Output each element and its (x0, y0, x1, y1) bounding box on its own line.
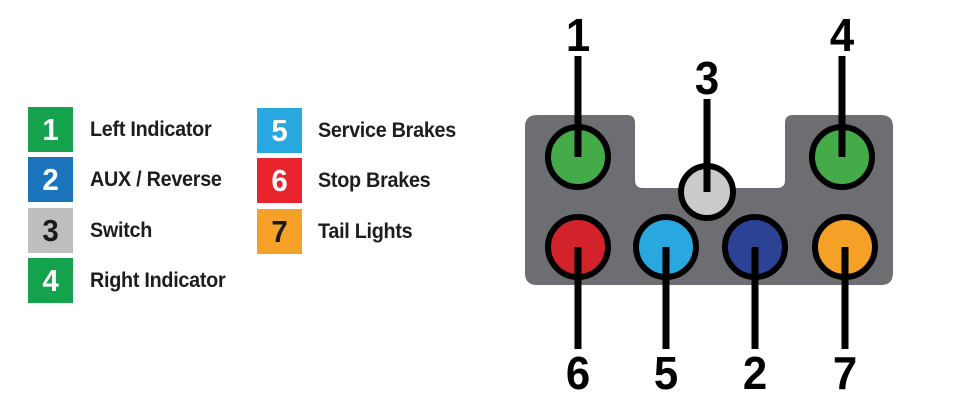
legend-item-stop-brakes: 6 Stop Brakes (257, 158, 440, 203)
legend-label-aux-reverse: AUX / Reverse (90, 167, 222, 191)
legend-label-switch: Switch (90, 218, 153, 242)
legend-num-3: 3 (42, 213, 59, 248)
legend-num-1: 1 (42, 112, 59, 147)
legend-label-stop-brakes: Stop Brakes (318, 168, 431, 192)
legend-item-service-brakes: 5 Service Brakes (257, 108, 468, 153)
legend-swatch-4: 4 (28, 258, 73, 303)
pin-number-label-3: 3 (694, 52, 720, 104)
legend-label-service-brakes: Service Brakes (318, 118, 457, 142)
legend-num-7: 7 (271, 214, 288, 249)
legend-label-tail-lights: Tail Lights (318, 219, 413, 243)
legend-num-4: 4 (42, 263, 59, 298)
legend-swatch-2: 2 (28, 157, 73, 202)
legend-item-aux-reverse: 2 AUX / Reverse (28, 157, 233, 202)
legend-num-6: 6 (271, 163, 288, 198)
legend-item-left-indicator: 1 Left Indicator (28, 107, 222, 152)
pin-number-label-7: 7 (832, 347, 858, 399)
legend-num-5: 5 (271, 113, 288, 148)
legend-item-right-indicator: 4 Right Indicator (28, 258, 237, 303)
pin-number-label-5: 5 (653, 347, 679, 399)
legend-swatch-7: 7 (257, 209, 302, 254)
pin-number-label-4: 4 (829, 9, 855, 61)
legend-item-switch: 3 Switch (28, 208, 158, 253)
legend-swatch-6: 6 (257, 158, 302, 203)
legend-num-2: 2 (42, 162, 59, 197)
pin-number-label-1: 1 (565, 9, 591, 61)
pin-number-label-6: 6 (565, 347, 591, 399)
pin-number-label-2: 2 (742, 347, 768, 399)
legend-label-left-indicator: Left Indicator (90, 117, 212, 141)
legend-item-tail-lights: 7 Tail Lights (257, 209, 421, 254)
legend-swatch-3: 3 (28, 208, 73, 253)
legend-swatch-1: 1 (28, 107, 73, 152)
legend-label-right-indicator: Right Indicator (90, 268, 226, 292)
legend-swatch-5: 5 (257, 108, 302, 153)
